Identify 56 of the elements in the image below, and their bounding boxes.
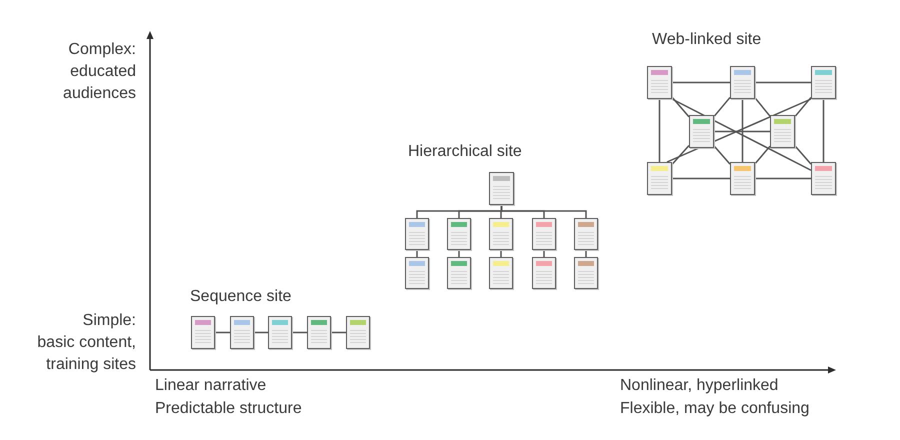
connector-line [754,97,771,117]
document-page [191,316,215,349]
connector-line [755,82,811,84]
document-page [730,66,755,99]
document-page [574,218,598,250]
section-title: Sequence site [190,287,292,307]
axis-label: Linear narrative [155,376,266,396]
connector-line [742,99,744,162]
axis-label: Simple: [82,311,136,331]
document-page [447,218,471,250]
axis-label: Nonlinear, hyperlinked [620,376,778,396]
connector-line [331,332,346,334]
document-page [489,218,513,250]
connector-line [671,144,690,166]
connector-line [755,178,811,180]
document-page [405,257,429,289]
document-page [647,162,672,195]
connector-line [714,130,770,132]
section-title: Web-linked site [652,30,762,50]
connector-line [215,332,230,334]
connector-line [658,99,660,162]
document-page [346,316,370,349]
connector-line [292,332,307,334]
connector-line [794,145,812,165]
connector-line [672,178,730,180]
document-page [811,66,836,99]
document-page [532,257,556,289]
document-page [489,257,513,289]
axis-label: educated audiences [62,62,136,104]
axis-label: Complex: [68,40,136,60]
axis-label: Predictable structure [155,399,302,419]
connector-line [713,145,731,165]
document-page [230,316,254,349]
document-page [647,66,672,99]
document-page [405,218,429,250]
document-page [532,218,556,250]
document-page [574,257,598,289]
connector-line [500,205,587,218]
connector-line [671,96,690,118]
connector-line [822,99,824,162]
axis-label: basic content, training sites [36,333,136,375]
connector-line [254,332,268,334]
document-page [307,316,331,349]
connector-line [794,96,812,118]
document-page [770,115,795,148]
document-page [730,162,755,195]
axis-label: Flexible, may be confusing [620,399,810,419]
connector-line [672,82,730,84]
document-page [268,316,292,349]
document-page [447,257,471,289]
section-title: Hierarchical site [408,142,522,162]
document-page [689,115,714,148]
connector-line [754,146,771,164]
document-page [811,162,836,195]
document-page [489,172,514,205]
connector-line [713,96,731,118]
